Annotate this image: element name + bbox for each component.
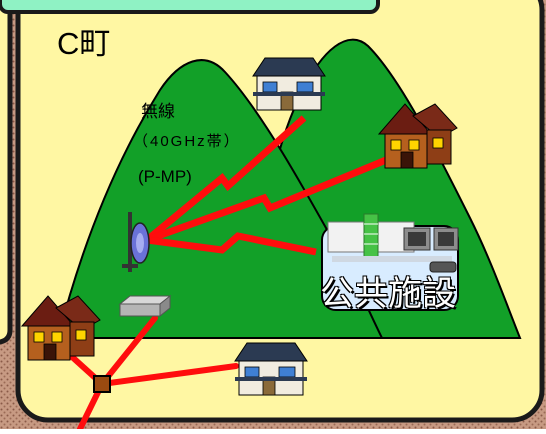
house-icon	[252, 57, 326, 111]
antenna-icon	[122, 212, 150, 272]
wireless-label-type: 無線	[141, 102, 175, 121]
town-label: C町	[57, 26, 111, 61]
wireless-label-band: （40GHz帯）	[133, 133, 241, 150]
public-facility-label: 公共施設	[320, 275, 456, 313]
wireless-links	[144, 115, 388, 256]
wireless-label-mode: (P-MP)	[138, 167, 192, 186]
router-icon	[118, 294, 172, 318]
house-icon	[234, 342, 308, 396]
junction-node-icon	[93, 375, 111, 393]
computer-icon	[403, 227, 459, 273]
